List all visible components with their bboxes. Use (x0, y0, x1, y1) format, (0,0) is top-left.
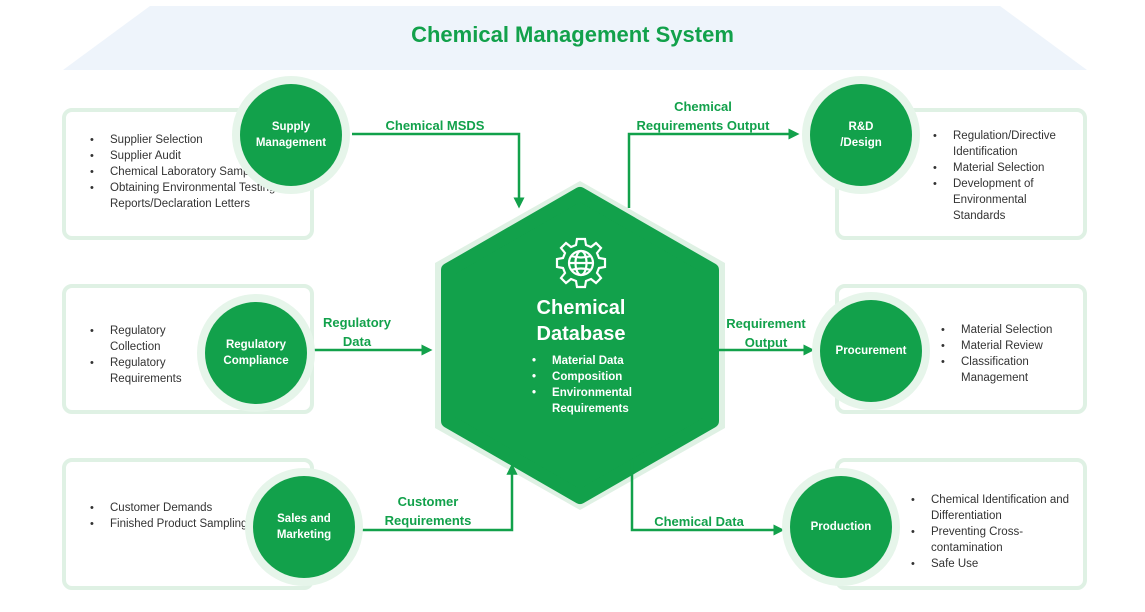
page-title: Chemical Management System (411, 22, 734, 47)
hub-title: Chemical Database (536, 297, 626, 345)
chemical-msds-arrow (352, 132, 525, 209)
node-label: R&D /Design (840, 121, 882, 149)
list-item: Chemical Identification and Differentiat… (909, 492, 1079, 524)
list-item: Supplier Audit (88, 148, 288, 164)
list-item: Chemical Laboratory Sampling (88, 164, 288, 180)
customer-requirements-label: Customer Requirements (384, 494, 472, 528)
node-label: Production (810, 521, 872, 533)
gear-globe-icon (555, 237, 607, 289)
chemical-database-hub: Chemical Database Material Data Composit… (450, 235, 712, 435)
list-item: Material Review (939, 338, 1079, 354)
chemical-data-arrow (630, 462, 785, 536)
supply-management-details: Supplier Selection Supplier Audit Chemic… (62, 108, 314, 240)
list-item: Preventing Cross-contamination (909, 524, 1079, 556)
list-item: Classification Management (939, 354, 1079, 386)
list-item: Regulatory Collection (88, 323, 198, 355)
list-item: Material Selection (939, 322, 1079, 338)
node-label: Regulatory Compliance (223, 339, 289, 367)
list-item: Regulation/Directive Identification (931, 128, 1071, 160)
title-banner (63, 6, 1087, 70)
list-item: Obtaining Environmental Testing Reports/… (88, 180, 288, 212)
list-item: Finished Product Sampling (88, 516, 248, 532)
chemical-msds-label: Chemical MSDS (385, 118, 485, 133)
list-item: Supplier Selection (88, 132, 288, 148)
list-item: Regulatory Requirements (88, 355, 198, 387)
list-item: Development of Environmental Standards (931, 176, 1071, 224)
hub-item: Composition (530, 369, 632, 385)
node-label: Supply Management (255, 121, 327, 149)
node-label: Procurement (835, 345, 907, 357)
requirement-output-label: Requirement Output (726, 316, 806, 350)
chemical-requirements-output-arrow (627, 128, 800, 208)
regulatory-compliance-node: Regulatory Compliance (205, 302, 307, 404)
procurement-node: Procurement (820, 300, 922, 402)
hub-hexagon (441, 187, 719, 504)
customer-requirements-arrow (362, 463, 518, 532)
list-item: Material Selection (931, 160, 1071, 176)
regulatory-data-label: Regulatory Data (323, 315, 391, 349)
hub-item: Material Data (530, 353, 632, 369)
list-item: Safe Use (909, 556, 1079, 572)
list-item: Customer Demands (88, 500, 248, 516)
rd-design-node: R&D /Design (810, 84, 912, 186)
chemical-requirements-output-label: Chemical Requirements Output (636, 99, 770, 133)
production-node: Production (790, 476, 892, 578)
node-label: Sales and Marketing (276, 513, 332, 541)
chemical-data-label: Chemical Data (654, 514, 744, 529)
sales-marketing-node: Sales and Marketing (253, 476, 355, 578)
hub-item: Environmental Requirements (530, 385, 632, 417)
supply-management-node: Supply Management (240, 84, 342, 186)
